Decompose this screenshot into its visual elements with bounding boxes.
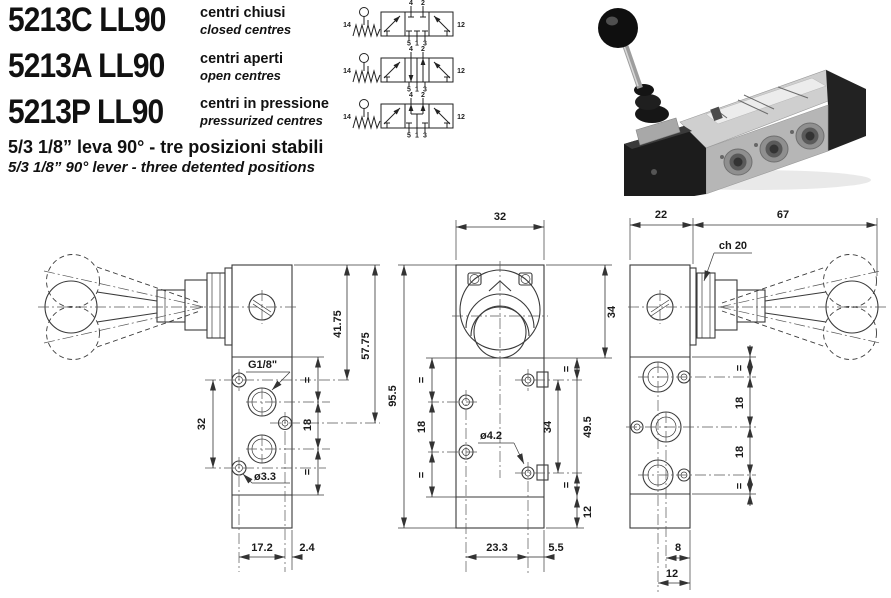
- port-label-2: 2: [421, 0, 425, 7]
- port-label-5: 5: [407, 87, 411, 93]
- product-desc-1: centri chiusi closed centres: [200, 5, 292, 37]
- port-label-12: 12: [457, 114, 465, 121]
- port-label-14: 14: [343, 68, 351, 75]
- valve-symbol-pressurized-centres: 14 4 2 5 1 3 12: [343, 92, 465, 139]
- port-label-3: 3: [423, 41, 427, 47]
- valve-end-block-right: [826, 70, 866, 151]
- port-label-12: 12: [457, 68, 465, 75]
- product-desc-2: centri aperti open centres: [200, 51, 283, 83]
- product-code-2: 5213A LL90: [8, 47, 165, 85]
- right-view: = 18 18 = 22 67 ch 20 8 12: [626, 209, 886, 592]
- dim-32: 32: [494, 211, 506, 223]
- dim-34-inner: 34: [542, 420, 554, 433]
- valve-body-outline: [231, 264, 293, 529]
- port-label-12: 12: [457, 22, 465, 29]
- port-label-4: 4: [409, 46, 413, 53]
- dim-12: 12: [582, 506, 594, 518]
- dim-eq: =: [416, 377, 428, 383]
- dim-eq-bot: =: [734, 483, 746, 489]
- dim-41-75: 41.75: [332, 310, 344, 338]
- port-label-3: 3: [423, 87, 427, 93]
- dim-ch20-label: ch 20: [719, 240, 747, 252]
- dim-eq: =: [561, 366, 573, 372]
- dim-5-5: 5.5: [548, 542, 563, 554]
- dim-17-2: 17.2: [251, 542, 272, 554]
- left-view: 32 = 18 = 41.75 57.75 17.2 2.4 G1/8" ø3.…: [38, 254, 380, 572]
- subtitle-italian: 5/3 1/8” leva 90° - tre posizioni stabil…: [8, 137, 324, 157]
- subtitle-english: 5/3 1/8” 90° lever - three detented posi…: [8, 159, 315, 176]
- brand-logo-icon: [710, 106, 723, 122]
- port-label-1: 1: [415, 41, 419, 47]
- dim-eq-bot: =: [302, 469, 314, 475]
- dim-18-b: 18: [734, 446, 746, 458]
- port-label-2: 2: [421, 46, 425, 53]
- dim-18-a: 18: [734, 397, 746, 409]
- dim-eq-top: =: [302, 377, 314, 383]
- port-label-3: 3: [423, 133, 427, 139]
- spring-icon: [352, 115, 381, 130]
- hex-nut: [206, 272, 226, 339]
- port-label-4: 4: [409, 0, 413, 7]
- valve-symbol-open-centres: 14 4 2 5 1 3 12: [343, 46, 465, 93]
- port-label-14: 14: [343, 114, 351, 121]
- dim-12: 12: [666, 568, 678, 580]
- dim-95-5: 95.5: [387, 385, 399, 406]
- dim-49-5: 49.5: [582, 416, 594, 437]
- dim-32: 32: [196, 418, 208, 430]
- product-photo: [598, 8, 871, 196]
- dim-22: 22: [655, 209, 667, 221]
- spring-icon: [352, 69, 381, 84]
- port-label-14: 14: [343, 22, 351, 29]
- lever-ball-position-down: [46, 306, 100, 360]
- port-label-2: 2: [421, 92, 425, 99]
- dim-57-75: 57.75: [360, 332, 372, 360]
- lever-ball-position-up: [46, 254, 100, 308]
- dim-18: 18: [302, 419, 314, 431]
- dim-o3-3-label: ø3.3: [254, 471, 276, 483]
- lever-ball-position-down: [823, 306, 877, 360]
- valve-ports: [720, 122, 825, 176]
- dim-eq: =: [561, 482, 573, 488]
- dim-34-top: 34: [606, 305, 618, 318]
- port-label-5: 5: [407, 133, 411, 139]
- dim-8: 8: [675, 542, 681, 554]
- port-label-1: 1: [415, 87, 419, 93]
- product-desc-3: centri in pressione pressurized centres: [200, 96, 329, 128]
- dim-eq: =: [416, 472, 428, 478]
- dim-eq-top: =: [734, 365, 746, 371]
- product-code-1: 5213C LL90: [8, 1, 166, 39]
- middle-view: 95.5 = 18 = 32 34 34 = 49.5: [387, 211, 618, 575]
- valve-label: [705, 77, 827, 125]
- dim-g18-label: G1/8": [248, 359, 277, 371]
- dim-67: 67: [777, 209, 789, 221]
- dim-2-4: 2.4: [299, 542, 315, 554]
- port-label-4: 4: [409, 92, 413, 99]
- hex-nut: [696, 272, 716, 339]
- lever-ball-position-up: [823, 254, 877, 308]
- dim-23-3: 23.3: [486, 542, 507, 554]
- spring-icon: [352, 23, 381, 38]
- port-holes: [630, 361, 691, 491]
- valve-symbol-closed-centres: 14 4 2 5 1 3 12: [343, 0, 465, 47]
- lever-hex-collar: [635, 117, 681, 146]
- dim-o4-2-label: ø4.2: [480, 430, 502, 442]
- port-label-1: 1: [415, 133, 419, 139]
- product-code-3: 5213P LL90: [8, 93, 164, 131]
- mounting-holes: [458, 371, 549, 481]
- dim-18: 18: [416, 421, 428, 433]
- port-label-5: 5: [407, 41, 411, 47]
- valve-body-outline: [629, 264, 691, 529]
